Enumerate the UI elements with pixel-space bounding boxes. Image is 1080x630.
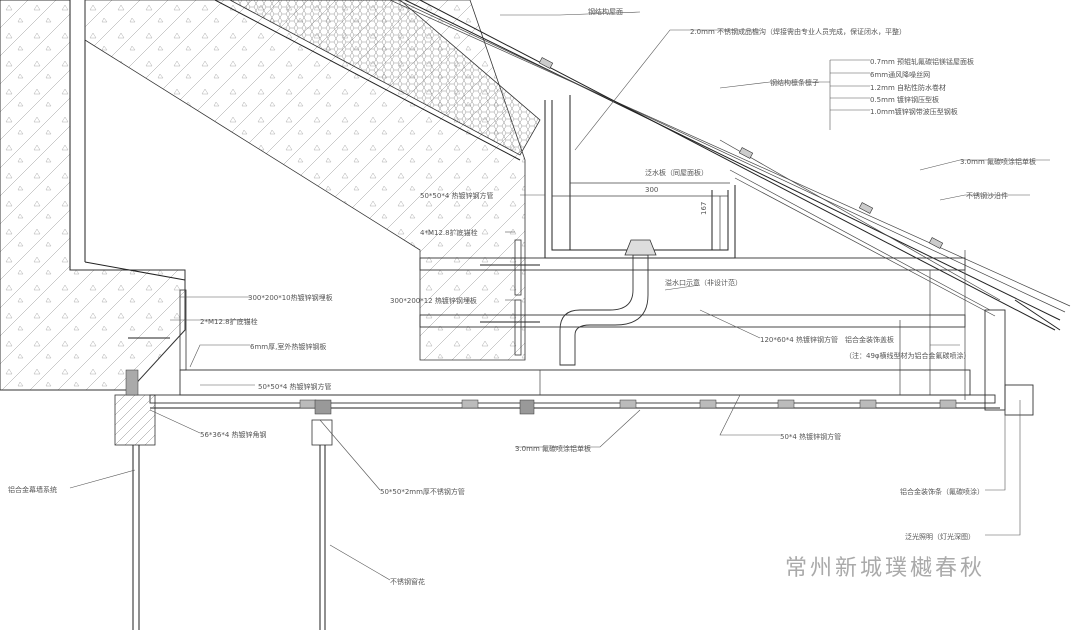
label-plate-300b: 300*200*10热镀锌钢埋板 xyxy=(248,293,333,302)
label-ss-tube: 50*50*2mm厚不锈钢方管 xyxy=(380,487,465,496)
anchor-bolts xyxy=(128,239,540,371)
label-layer3: 1.2mm 自粘性防水卷材 xyxy=(870,83,946,92)
label-ss-flower: 不锈钢窗花 xyxy=(390,577,425,586)
roof-clips xyxy=(538,57,944,249)
watermark: 常州新城璞樾春秋 xyxy=(785,556,985,581)
label-light-strip: 泛光照明（灯光深图） xyxy=(905,532,975,541)
label-layer4: 0.5mm 镀锌钢压型板 xyxy=(870,95,939,104)
label-fluoro-plate: 3.0mm 氟碳喷涂铝单板 xyxy=(515,444,591,453)
roof-layers xyxy=(389,0,1071,331)
drain-pipe xyxy=(559,239,657,366)
bottom-clips xyxy=(299,399,957,415)
label-layer2: 6mm通风降噪丝网 xyxy=(870,70,930,79)
label-tube-50-right: 50*4 热镀锌钢方管 xyxy=(780,432,841,441)
label-angle: 56*36*4 热镀锌角钢 xyxy=(200,430,267,439)
label-fluoro-right: 3.0mm 氟碳喷涂铝单板 xyxy=(960,157,1036,166)
label-water-board: 泛水板（同屋面板） xyxy=(645,168,708,177)
label-dim-167: 167 xyxy=(700,202,708,215)
label-al-deco: 铝合金装饰条（氟碳喷涂） xyxy=(900,487,984,496)
label-layer1: 0.7mm 预辊轧氟碳铝镁锰屋面板 xyxy=(870,57,974,66)
label-bolt: 4*M12.8扩底锚栓 xyxy=(420,228,478,237)
label-galv-plate: 6mm厚,室外热镀锌钢板 xyxy=(250,342,326,351)
insulation xyxy=(229,0,541,156)
label-roof-panel: 钢结构屋面 xyxy=(588,7,623,16)
label-drain: 溢水口示意（非设计范） xyxy=(665,278,742,287)
label-dim-300: 300 xyxy=(645,186,658,194)
label-steel-tube-50: 50*50*4 热镀锌钢方管 xyxy=(420,191,494,200)
leaders xyxy=(69,11,1050,581)
label-al-cover: 铝合金装饰盖板 xyxy=(845,335,894,344)
label-curtain: 铝合金幕墙系统 xyxy=(8,485,57,494)
curtain-wall xyxy=(114,369,156,630)
label-purlin: 钢结构檩条檩子 xyxy=(770,78,819,87)
label-note: （注：49φ横线型材为铝合金氟碳喷涂） xyxy=(845,351,971,360)
label-gutter-ss: 2.0mm 不锈钢成品檐沟（焊接需由专业人员完成，保证闭水，平整） xyxy=(690,27,906,36)
label-tube-bottom: 50*50*4 热镀锌钢方管 xyxy=(258,382,332,391)
ss-tube-hanger xyxy=(311,419,333,630)
label-tube-120: 120*60*4 热镀锌钢方管 xyxy=(760,335,838,344)
right-end-detail xyxy=(984,299,1061,416)
label-bolt2: 2*M12.8扩底锚栓 xyxy=(200,317,258,326)
label-ss-gutter-part: 不锈钢沙沿件 xyxy=(966,191,1008,200)
label-plate-300: 300*200*12 热镀锌钢埋板 xyxy=(390,296,477,305)
label-layer5: 1.0mm镀锌钢带波压型钢板 xyxy=(870,107,958,116)
